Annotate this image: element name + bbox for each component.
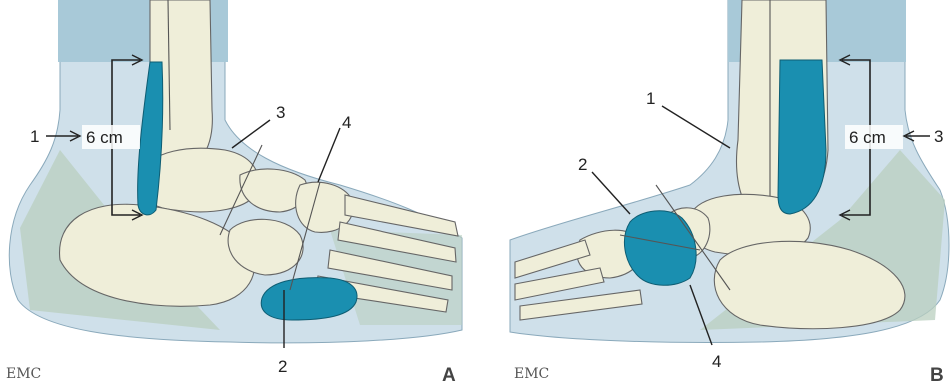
panel-a-label-2: 2 [278, 357, 287, 376]
panel-b-leader-2 [592, 172, 630, 214]
panel-a: 6 cm 1 3 4 2 A EMC [6, 0, 462, 386]
panel-b-letter: B [930, 365, 944, 386]
panel-a-label-3: 3 [276, 103, 285, 122]
panel-b-measure-label: 6 cm [849, 128, 886, 147]
panel-a-leader-3 [232, 120, 270, 148]
panel-a-label-1: 1 [30, 127, 39, 146]
panel-b-leader-1 [662, 106, 730, 148]
panel-b-lesion-tibia [778, 60, 826, 214]
panel-a-logo: EMC [6, 366, 41, 382]
panel-b-logo: EMC [514, 366, 549, 382]
panel-b-label-3: 3 [934, 127, 943, 146]
panel-a-leader-4 [318, 128, 340, 182]
panel-b: 6 cm 1 2 3 4 B EMC [510, 0, 949, 386]
panel-b-label-2: 2 [578, 155, 587, 174]
panel-b-label-1: 1 [646, 89, 655, 108]
panel-b-label-4: 4 [712, 352, 721, 371]
panel-a-label-4: 4 [342, 113, 351, 132]
panel-a-measure-label: 6 cm [86, 128, 123, 147]
panel-a-letter: A [442, 365, 456, 386]
